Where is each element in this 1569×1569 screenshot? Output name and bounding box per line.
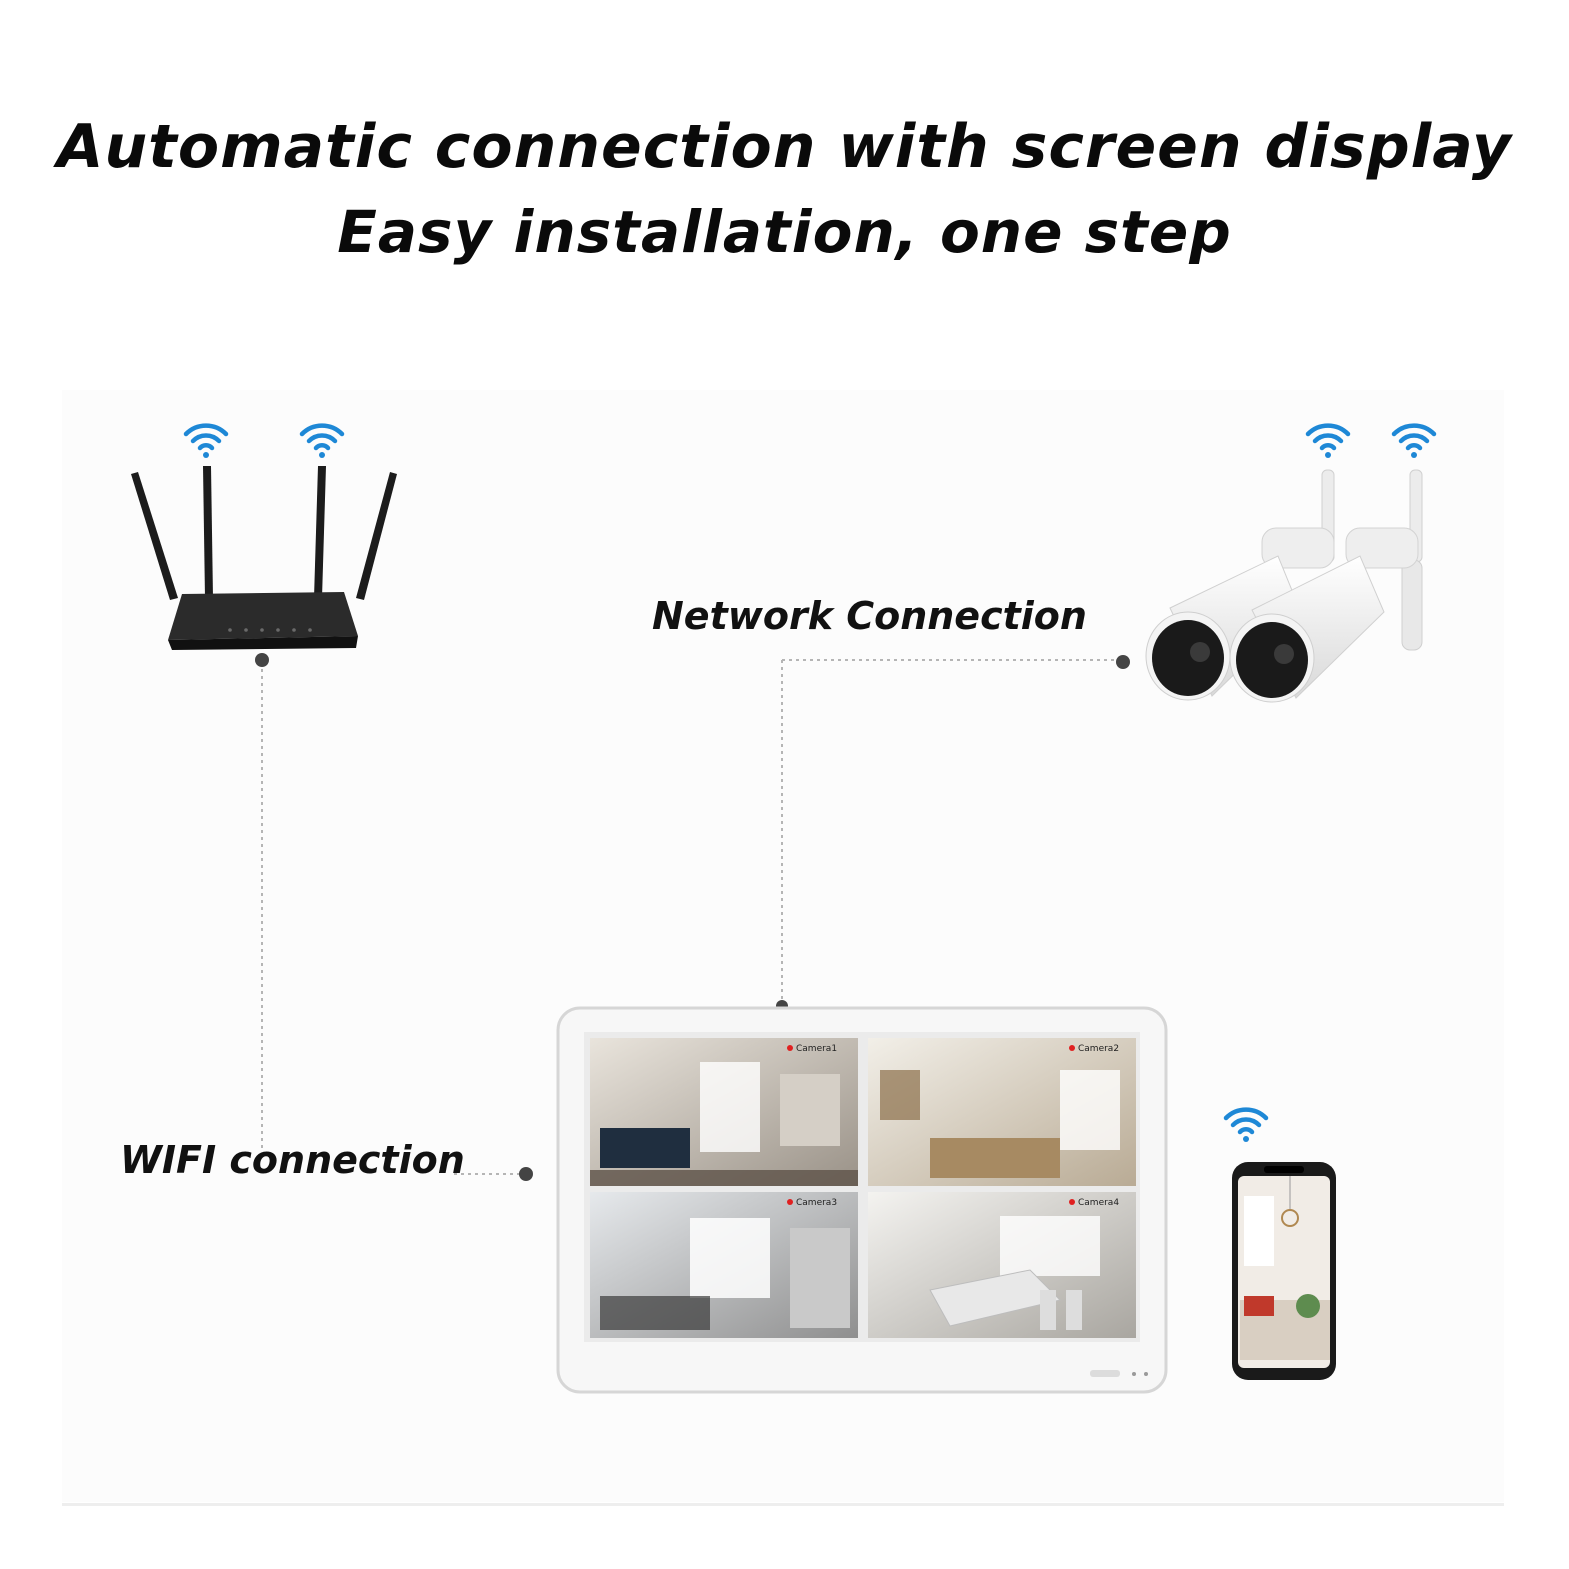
camera-icon xyxy=(1145,469,1423,703)
floor-line xyxy=(62,1503,1504,1506)
wifi-icon xyxy=(1394,426,1434,458)
router-icon xyxy=(131,466,397,650)
title-line-1: Automatic connection with screen display xyxy=(57,112,1512,182)
network-connection-label: Network Connection xyxy=(652,594,1087,638)
wifi-connection-label: WIFI connection xyxy=(120,1138,465,1182)
title-line-2: Easy installation, one step xyxy=(337,198,1232,266)
feed-label-4: Camera4 xyxy=(1078,1198,1119,1208)
wifi-icon xyxy=(1226,1110,1266,1142)
wifi-icon xyxy=(186,426,226,458)
feed-label-2: Camera2 xyxy=(1078,1044,1119,1054)
camera-feed-4 xyxy=(868,1192,1136,1338)
feed-label-1: Camera1 xyxy=(796,1044,837,1054)
camera-feed-3 xyxy=(590,1192,858,1338)
wifi-icon xyxy=(302,426,342,458)
camera-feed-2 xyxy=(868,1038,1136,1186)
connection-lines xyxy=(261,659,1120,1175)
camera-feed-1 xyxy=(590,1038,858,1186)
smartphone-icon xyxy=(1232,1162,1336,1380)
feed-label-3: Camera3 xyxy=(796,1198,837,1208)
monitor-icon: Camera1 Camera2 Camera3 Camera4 xyxy=(556,1006,1168,1394)
wifi-icon xyxy=(1308,426,1348,458)
